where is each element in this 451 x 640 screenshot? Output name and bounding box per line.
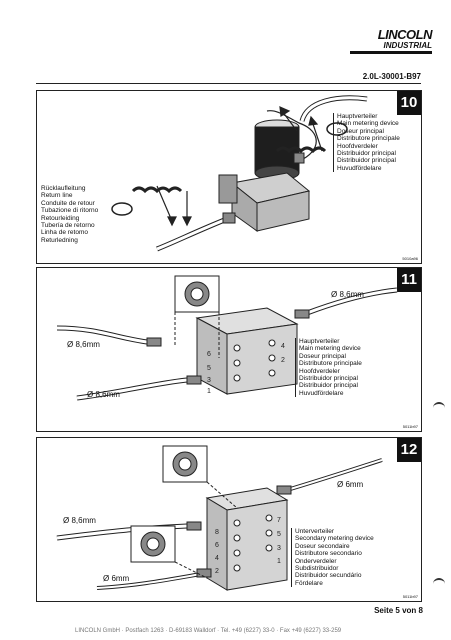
legend-line: Subdistribuidor bbox=[295, 565, 339, 573]
legend-line: Distribuidor principal bbox=[299, 375, 358, 383]
panel-10-number: 10 bbox=[397, 91, 421, 115]
legend-line: Tubería de retorno bbox=[41, 222, 95, 230]
legend-line: Distribuidor principal bbox=[337, 150, 396, 158]
panel-11-number: 11 bbox=[397, 268, 421, 292]
diameter-label: Ø 6mm bbox=[103, 574, 130, 583]
svg-text:6: 6 bbox=[215, 542, 219, 549]
legend-line: Hoofdverdeler bbox=[337, 142, 378, 150]
legend-line: Doseur principal bbox=[299, 352, 346, 360]
svg-text:5: 5 bbox=[277, 531, 281, 538]
footer-address: LINCOLN GmbH · Postfach 1263 · D-69183 W… bbox=[75, 628, 342, 634]
legend-line: Tubazione di ritorno bbox=[41, 207, 99, 215]
legend-line: Distribuidor principal bbox=[337, 157, 396, 165]
svg-text:5: 5 bbox=[207, 365, 211, 372]
figure-code: 5011b97 bbox=[402, 424, 418, 429]
legend-line: Distribuidor principal bbox=[299, 382, 358, 390]
svg-text:6: 6 bbox=[207, 351, 211, 358]
legend-line: Distributore secondario bbox=[295, 550, 362, 558]
panel-10-main-legend: Hauptverteiler Main metering device Dose… bbox=[333, 113, 400, 173]
panel-12: 12 8 6 4 2 7 5 3 1 bbox=[36, 437, 422, 602]
secondary-metering-illustration: 8 6 4 2 7 5 3 1 bbox=[56, 445, 383, 591]
figure-code: 5011b97 bbox=[402, 594, 418, 599]
legend-line: Huvudfördelare bbox=[299, 389, 344, 397]
legend-line: Distributore principale bbox=[299, 360, 362, 368]
legend-line: Hauptverteiler bbox=[299, 338, 340, 345]
panel-10-return-legend: Rücklaufleitung Return line Conduite de … bbox=[41, 185, 98, 244]
panel-12-secondary-legend: Unterverteiler Secondary metering device… bbox=[291, 528, 374, 588]
page-curl-mark bbox=[433, 402, 445, 412]
panel-11-main-legend: Hauptverteiler Main metering device Dose… bbox=[295, 338, 362, 398]
svg-text:7: 7 bbox=[277, 517, 281, 524]
doc-number: 2.0L-30001-B97 bbox=[362, 72, 421, 81]
lincoln-logo: LINCOLN INDUSTRIAL bbox=[350, 27, 433, 54]
diameter-label: Ø 8,6mm bbox=[87, 390, 120, 399]
legend-line: Secondary metering device bbox=[295, 535, 374, 543]
page-curl-mark bbox=[433, 578, 445, 588]
legend-line: Main metering device bbox=[337, 120, 399, 128]
legend-line: Unterverteiler bbox=[295, 528, 335, 535]
svg-text:3: 3 bbox=[277, 545, 281, 552]
svg-text:2: 2 bbox=[281, 357, 285, 364]
figure-code: 5010a96 bbox=[402, 256, 418, 261]
logo-bar bbox=[350, 51, 432, 54]
legend-line: Fördelare bbox=[295, 579, 323, 587]
diameter-label: Ø 8,6mm bbox=[331, 290, 364, 299]
legend-line: Main metering device bbox=[299, 345, 361, 353]
panel-12-number: 12 bbox=[397, 438, 421, 462]
svg-text:1: 1 bbox=[207, 388, 211, 395]
page-number: Seite 5 von 8 bbox=[374, 606, 423, 615]
legend-line: Returledning bbox=[41, 236, 78, 244]
legend-line: Linha de retomo bbox=[41, 229, 88, 237]
logo-brand: LINCOLN bbox=[377, 27, 433, 42]
svg-text:2: 2 bbox=[215, 568, 219, 575]
legend-line: Rücklaufleitung bbox=[41, 185, 86, 192]
svg-text:4: 4 bbox=[215, 555, 219, 562]
svg-text:4: 4 bbox=[281, 343, 285, 350]
panel-10: 10 Ha bbox=[36, 90, 422, 264]
legend-line: Huvudfördelare bbox=[337, 164, 382, 172]
logo-sub: INDUSTRIAL bbox=[383, 41, 432, 50]
diameter-label: Ø 6mm bbox=[337, 480, 364, 489]
svg-text:1: 1 bbox=[277, 558, 281, 565]
svg-text:3: 3 bbox=[207, 377, 211, 384]
main-metering-illustration: 6 5 3 1 4 2 bbox=[56, 275, 398, 401]
svg-text:8: 8 bbox=[215, 529, 219, 536]
legend-line: Onderverdeler bbox=[295, 557, 337, 565]
diameter-label: Ø 8,6mm bbox=[63, 516, 96, 525]
legend-line: Hauptverteiler bbox=[337, 113, 378, 120]
legend-line: Hoofdverdeler bbox=[299, 367, 340, 375]
legend-line: Doseur principal bbox=[337, 127, 384, 135]
legend-line: Return line bbox=[41, 192, 73, 200]
header-rule bbox=[36, 83, 421, 84]
legend-line: Conduite de retour bbox=[41, 199, 95, 207]
legend-line: Doseur secondaire bbox=[295, 542, 350, 550]
legend-line: Distributore principale bbox=[337, 135, 400, 143]
diameter-label: Ø 8,6mm bbox=[67, 340, 100, 349]
panel-11: 11 6 5 3 1 4 2 bbox=[36, 267, 422, 432]
legend-line: Retourleiding bbox=[41, 214, 80, 222]
pump-illustration bbox=[111, 95, 368, 252]
legend-line: Distribuidor secundário bbox=[295, 572, 362, 580]
